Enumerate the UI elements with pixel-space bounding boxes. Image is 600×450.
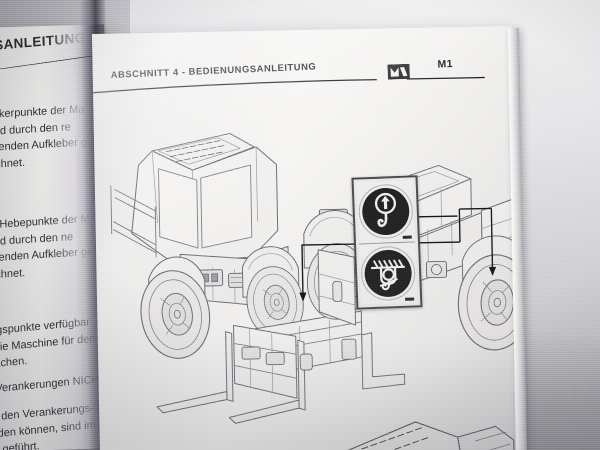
decal-panel-inner [356,180,418,305]
decal-part-number-mark [402,235,412,239]
left-page-paragraph-lifting-points: Hebepunkte der Ma sind durch den ne ehen… [0,211,97,284]
figure-illustration [93,82,521,450]
manitou-logo-icon [387,63,410,80]
right-page: ABSCHNITT 4 - BEDIENUNGSANLEITUNG M1 [91,26,521,450]
right-page-running-head: ABSCHNITT 4 - BEDIENUNGSANLEITUNG [110,60,317,81]
lifting-point-hook-arrow-icon [358,184,413,239]
left-page-paragraph-anchor-points: Ankerpunkte der Ma sind durch den re ehe… [0,101,94,173]
anchor-point-tiedown-icon [361,246,416,301]
pictogram-lifting-point [356,180,415,245]
decal-panel [351,175,423,310]
page-number: M1 [437,57,453,71]
machine-bottom-partial [345,421,515,450]
decal-part-number-mark [405,296,415,301]
pictogram-anchor-point [359,242,417,305]
